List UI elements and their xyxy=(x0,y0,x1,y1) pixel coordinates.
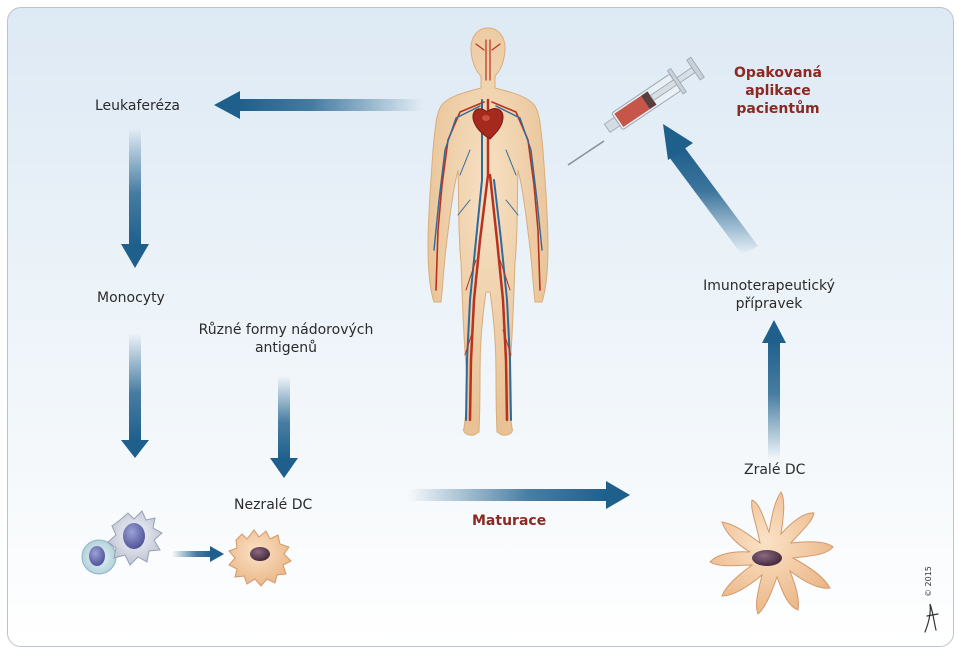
label-pripravek-line1: Imunoterapeutický xyxy=(703,278,835,294)
syringe-illustration xyxy=(567,56,705,166)
arrow-to-leukafereza xyxy=(214,91,423,119)
arrow-zrale-to-pripravek xyxy=(762,320,786,460)
arrow-monocyty-to-cells xyxy=(121,333,149,458)
arrow-leukafereza-to-monocyty xyxy=(121,128,149,268)
label-monocyty: Monocyty xyxy=(97,290,165,306)
artist-signature xyxy=(924,603,939,633)
label-pripravek-line2: přípravek xyxy=(735,296,803,312)
label-antigeny: Různé formy nádorových antigenů xyxy=(188,321,384,357)
human-body-illustration xyxy=(427,27,549,436)
label-aplikace-line2: aplikace xyxy=(745,83,811,99)
arrow-monocyte-to-immature-dc xyxy=(172,546,224,562)
label-antigeny-line2: antigenů xyxy=(254,340,318,356)
label-nezrale-dc: Nezralé DC xyxy=(234,497,313,513)
label-aplikace-line1: Opakovaná xyxy=(734,65,822,81)
arrow-pripravek-to-syringe xyxy=(663,124,758,255)
label-maturace: Maturace xyxy=(472,513,547,529)
arrow-antigens-to-nezrale xyxy=(270,376,298,478)
label-aplikace: Opakovaná aplikace pacientům xyxy=(722,64,834,118)
copyright-text: © 2015 xyxy=(924,566,933,597)
arrow-maturace xyxy=(408,481,630,509)
mature-dc-cell xyxy=(709,491,834,615)
label-antigeny-line1: Různé formy nádorových xyxy=(198,322,374,338)
label-zrale-dc: Zralé DC xyxy=(744,462,806,478)
label-leukafereza: Leukaferéza xyxy=(95,98,181,114)
immature-dc-cell xyxy=(228,529,292,587)
monocyte-cells xyxy=(81,510,163,575)
label-pripravek: Imunoterapeutický přípravek xyxy=(694,277,844,313)
label-aplikace-line3: pacientům xyxy=(736,101,820,117)
